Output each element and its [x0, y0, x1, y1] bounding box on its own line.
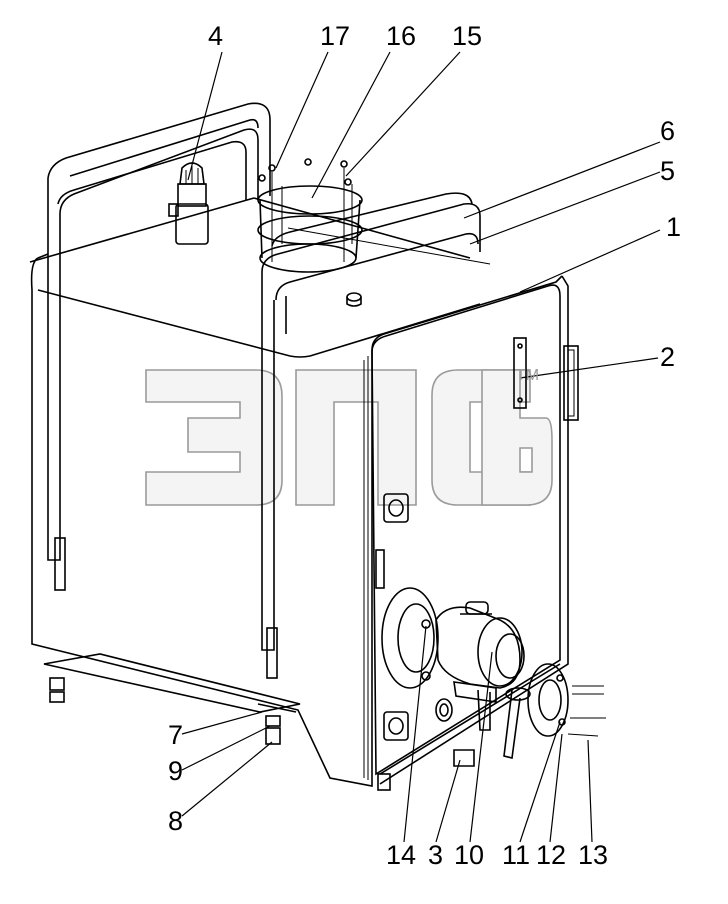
label-7: 7: [168, 720, 183, 750]
label-8: 8: [168, 806, 183, 836]
label-11: 11: [502, 840, 530, 870]
feet-and-fasteners: [43, 653, 561, 791]
tank-body: [29, 197, 569, 787]
label-12: 12: [536, 840, 566, 870]
watermark-logo: [145, 369, 553, 506]
filler-flange: [257, 158, 363, 273]
label-10: 10: [454, 840, 484, 870]
rear-handle-frame: [47, 102, 271, 591]
breather-filter: [168, 162, 209, 245]
part-labels: 4 17 16 15 6 5 1 2 7 9 8 14 3 10 11 12 1…: [168, 21, 681, 870]
label-3: 3: [428, 840, 443, 870]
label-4: 4: [208, 21, 223, 51]
label-14: 14: [386, 840, 416, 870]
label-6: 6: [660, 116, 675, 146]
label-13: 13: [578, 840, 608, 870]
level-gauge: [513, 337, 579, 421]
valve-assembly: [381, 587, 606, 759]
label-15: 15: [452, 21, 482, 51]
leader-lines: [181, 51, 661, 843]
label-5: 5: [660, 156, 675, 186]
label-9: 9: [168, 756, 183, 786]
watermark-trademark: TM: [516, 367, 539, 384]
label-17: 17: [320, 21, 350, 51]
side-plugs: [375, 493, 453, 741]
label-1: 1: [666, 212, 681, 242]
label-16: 16: [386, 21, 416, 51]
label-2: 2: [660, 342, 675, 372]
